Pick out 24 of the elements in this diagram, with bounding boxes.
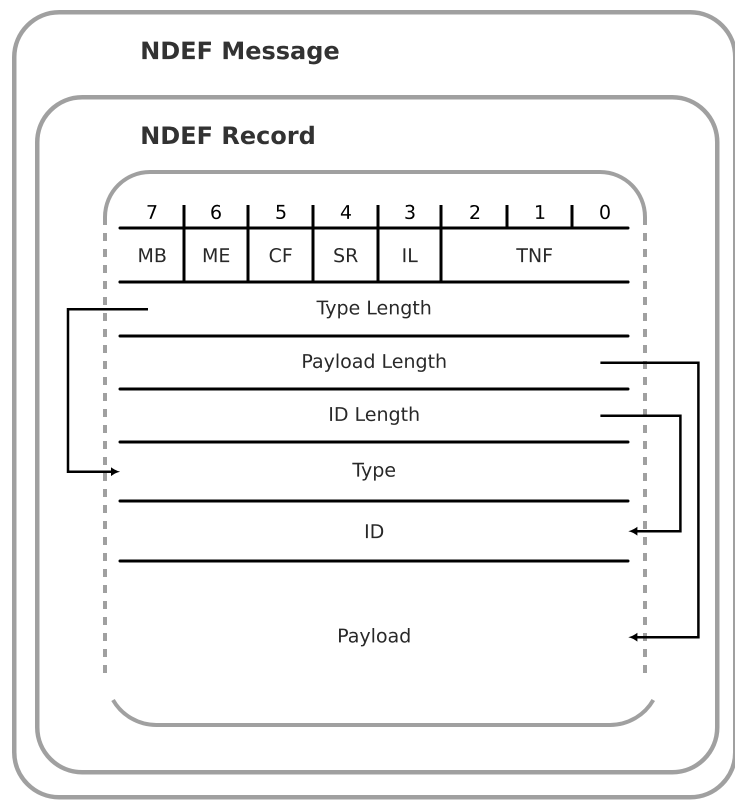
- bit-number: 2: [470, 204, 480, 220]
- field-cell: CF: [270, 248, 292, 262]
- field-row: Type: [118, 440, 630, 481]
- bit-number: 5: [276, 204, 286, 220]
- record-frame: [103, 170, 655, 727]
- bit-number: 0: [600, 204, 610, 220]
- field-row: ID: [118, 500, 630, 538]
- bit-number: 7: [148, 205, 156, 219]
- field-cell: MB: [139, 248, 166, 262]
- field-row: Payload Length: [118, 334, 630, 372]
- arrow: [600, 414, 682, 535]
- bit-number: 6: [211, 204, 221, 220]
- field-cell: SR: [334, 248, 358, 262]
- bit-number: 1: [536, 205, 544, 219]
- node-label: Type Length: [316, 300, 430, 318]
- arrow: [600, 361, 700, 641]
- field-cell: ME: [204, 248, 230, 262]
- arrow: [66, 308, 148, 476]
- field-cell: TNF: [516, 248, 552, 262]
- bit-number: 4: [340, 205, 351, 219]
- field-row: ID Length: [118, 388, 630, 425]
- bit-number: 3: [405, 204, 415, 220]
- field-row: Payload: [118, 560, 630, 646]
- field-cell: IL: [403, 248, 418, 262]
